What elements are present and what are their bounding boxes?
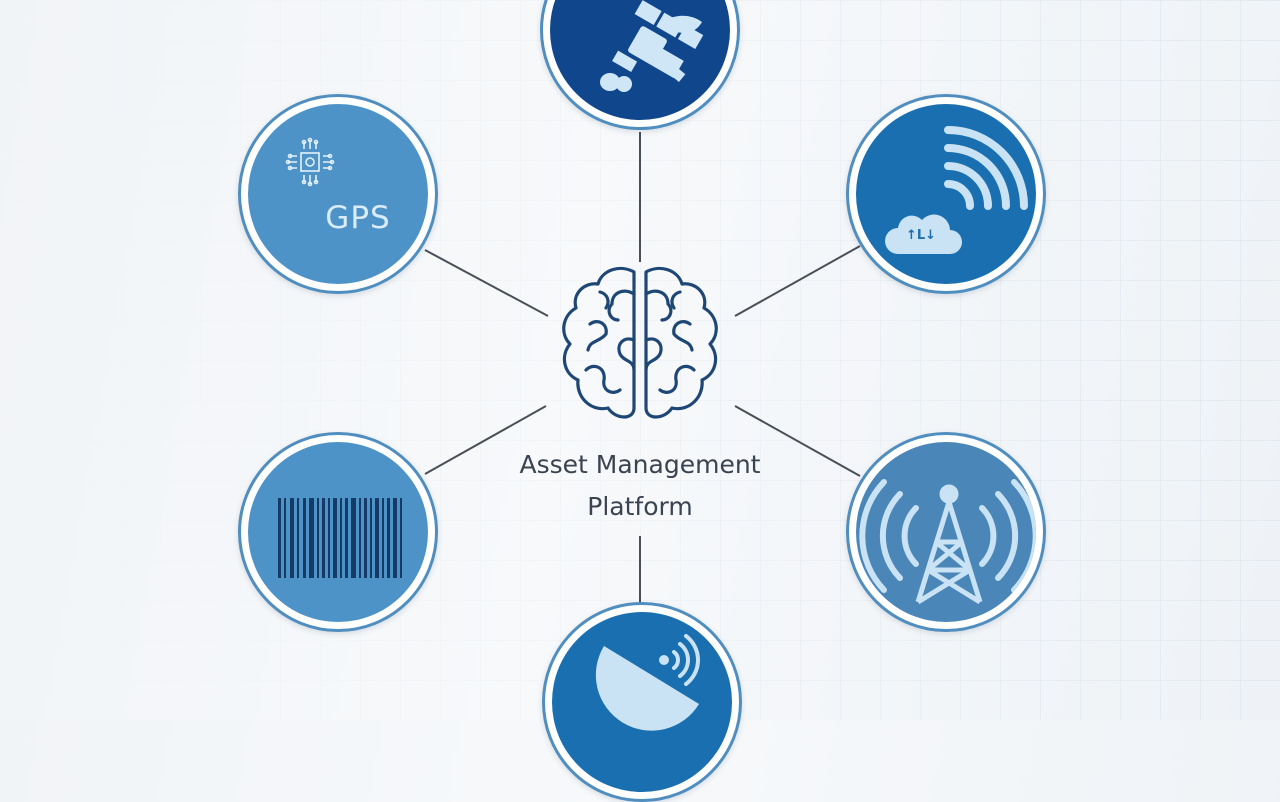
gps-chip-icon [285,137,335,187]
satellite-dish-icon [595,634,700,731]
node-cell-tower[interactable] [846,432,1046,632]
node-barcode[interactable] [238,432,438,632]
brain-icon [562,266,718,419]
satellite-icon [600,0,704,92]
platform-title-line2: Platform [587,492,693,521]
connector-cloud-wifi [734,245,861,317]
cloud-text: ↑L↓ [906,228,937,243]
gps-label: GPS [325,200,391,236]
node-cloud-wifi[interactable]: ↑L↓ [846,94,1046,294]
connector-barcode [424,405,547,475]
node-satellite-dish[interactable] [542,602,742,802]
connector-gps [424,249,549,317]
platform-title-line1: Asset Management [519,450,761,479]
platform-title: Asset Management Platform [470,444,810,528]
barcode-icon [278,498,402,578]
node-gps[interactable]: GPS [238,94,438,294]
cell-tower-icon [859,479,1036,605]
connector-cell-tower [734,405,861,477]
node-satellite[interactable] [540,0,740,130]
connector-lines [424,132,861,605]
cloud-wireless-icon [885,126,1028,254]
